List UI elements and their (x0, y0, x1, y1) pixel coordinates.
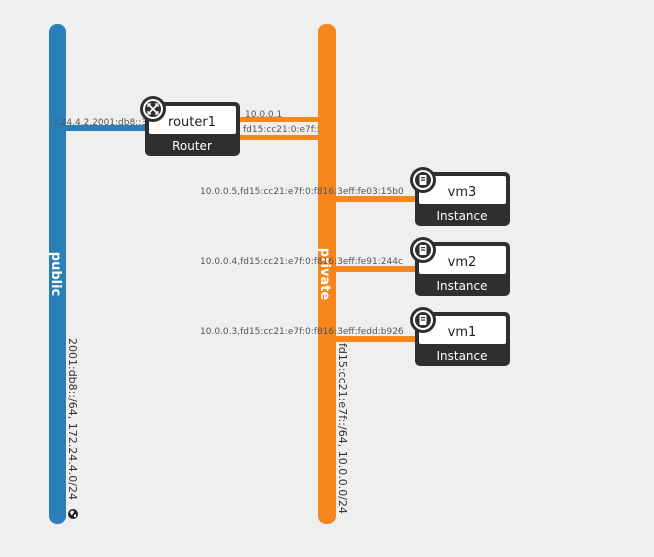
router-icon (140, 96, 166, 122)
instance-node-vm1[interactable]: vm1 Instance (410, 307, 510, 366)
network-public-label: public (48, 252, 63, 296)
link-router-public (58, 125, 148, 131)
instance-node-vm3[interactable]: vm3 Instance (410, 167, 510, 226)
network-public-bar[interactable] (49, 24, 66, 524)
globe-icon (68, 509, 78, 519)
link-vm1-private (330, 336, 418, 342)
link-vm2-private (330, 266, 418, 272)
server-icon (410, 237, 436, 263)
instance-type: Instance (436, 279, 487, 293)
instance-name: vm1 (448, 325, 477, 340)
instance-type: Instance (436, 209, 487, 223)
instance-type: Instance (436, 349, 487, 363)
router-name: router1 (168, 115, 216, 130)
network-private-cidr: fd15:cc21:e7f::/64, 10.0.0.0/24 (336, 343, 349, 514)
server-icon (410, 167, 436, 193)
link-vm3-private (330, 196, 418, 202)
router-private-port-v4-label: 10.0.0.1 (245, 110, 282, 120)
vm2-ip-label: 10.0.0.4,fd15:cc21:e7f:0:f816:3eff:fe91:… (200, 257, 403, 267)
network-private-bar[interactable] (318, 24, 336, 524)
network-public-cidr: 2001:db8::/64, 172.24.4.0/24 (66, 338, 79, 500)
router-node[interactable]: router1 Router (140, 96, 240, 156)
network-private-label: private (317, 248, 332, 301)
vm1-ip-label: 10.0.0.3,fd15:cc21:e7f:0:f816:3eff:fedd:… (200, 327, 404, 337)
instance-name: vm2 (448, 255, 477, 270)
router-private-port-v6-label: fd15:cc21:0:e7f::1 (243, 125, 325, 135)
vm3-ip-label: 10.0.0.5,fd15:cc21:e7f:0:f816:3eff:fe03:… (200, 187, 404, 197)
network-public[interactable]: public 2001:db8::/64, 172.24.4.0/24 (48, 24, 79, 524)
server-icon (410, 307, 436, 333)
router-public-port-label: 172.24.4.2,2001:db8::3 (41, 118, 147, 128)
link-router-private-v4 (238, 117, 320, 122)
instance-node-vm2[interactable]: vm2 Instance (410, 237, 510, 296)
link-router-private-v6 (238, 135, 320, 140)
router-type: Router (172, 139, 212, 153)
network-private[interactable]: private fd15:cc21:e7f::/64, 10.0.0.0/24 (317, 24, 349, 524)
instance-name: vm3 (448, 185, 477, 200)
